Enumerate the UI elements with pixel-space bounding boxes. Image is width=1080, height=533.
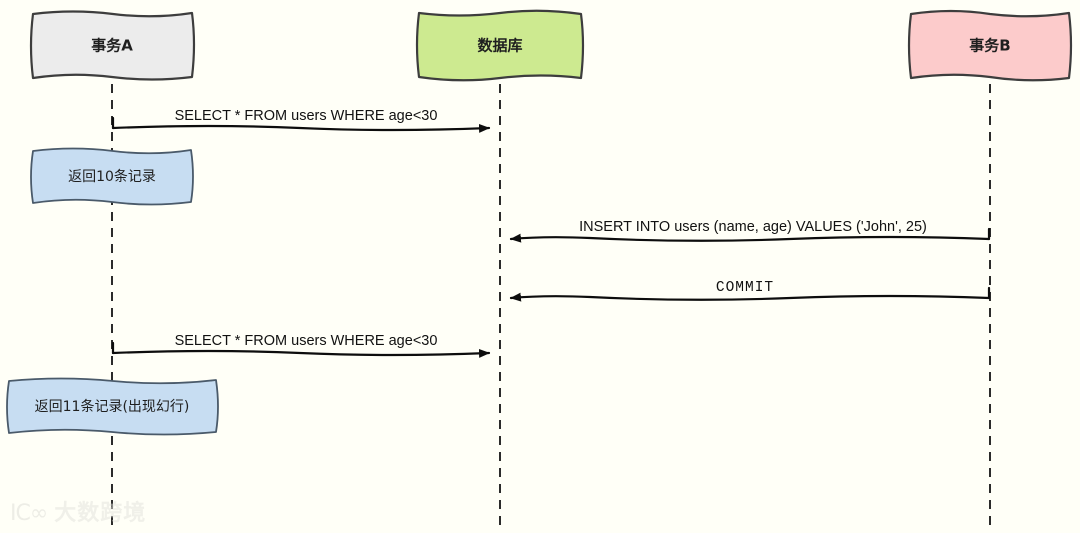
message-m3[interactable]: COMMIT (509, 280, 991, 302)
participant-db[interactable]: 数据库 (415, 9, 585, 82)
message-label-m4: SELECT * FROM users WHERE age<30 (175, 333, 438, 349)
note-label-n2: 返回11条记录(出现幻行) (35, 398, 190, 415)
participant-box-txA (29, 10, 196, 81)
message-m2[interactable]: INSERT INTO users (name, age) VALUES ('J… (509, 219, 991, 243)
participant-label-txB: 事务B (969, 37, 1010, 55)
participant-box-db (415, 9, 585, 82)
message-label-m1: SELECT * FROM users WHERE age<30 (175, 108, 438, 124)
participant-box-txB (907, 9, 1073, 82)
participant-label-db: 数据库 (477, 37, 522, 55)
note-box-n2 (6, 377, 219, 436)
message-arrow-m3 (509, 292, 991, 302)
participant-txA[interactable]: 事务A (29, 10, 196, 81)
participant-txB[interactable]: 事务B (907, 9, 1073, 82)
participant-label-txA: 事务A (91, 37, 133, 55)
message-label-m2: INSERT INTO users (name, age) VALUES ('J… (579, 219, 927, 235)
message-label-m3: COMMIT (716, 280, 774, 296)
lifelines (111, 84, 991, 525)
message-arrow-m4 (111, 348, 491, 358)
message-arrow-m1 (111, 123, 491, 133)
message-m4[interactable]: SELECT * FROM users WHERE age<30 (111, 333, 491, 358)
message-arrow-m2 (509, 233, 991, 243)
note-n1[interactable]: 返回10条记录 (30, 147, 194, 206)
note-box-n1 (30, 147, 194, 206)
note-n2[interactable]: 返回11条记录(出现幻行) (6, 377, 219, 436)
message-m1[interactable]: SELECT * FROM users WHERE age<30 (111, 108, 491, 133)
note-label-n1: 返回10条记录 (68, 168, 156, 185)
